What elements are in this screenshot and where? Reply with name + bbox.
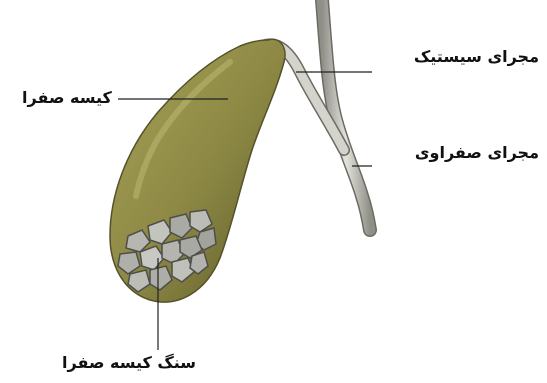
cystic-duct-label: مجرای سیستیک bbox=[414, 47, 539, 67]
gallbladder-label: کیسه صفرا bbox=[22, 88, 112, 108]
common-bile-duct-label: مجرای صفراوی bbox=[415, 143, 539, 163]
gallstones-label: سنگ کیسه صفرا bbox=[62, 353, 196, 373]
